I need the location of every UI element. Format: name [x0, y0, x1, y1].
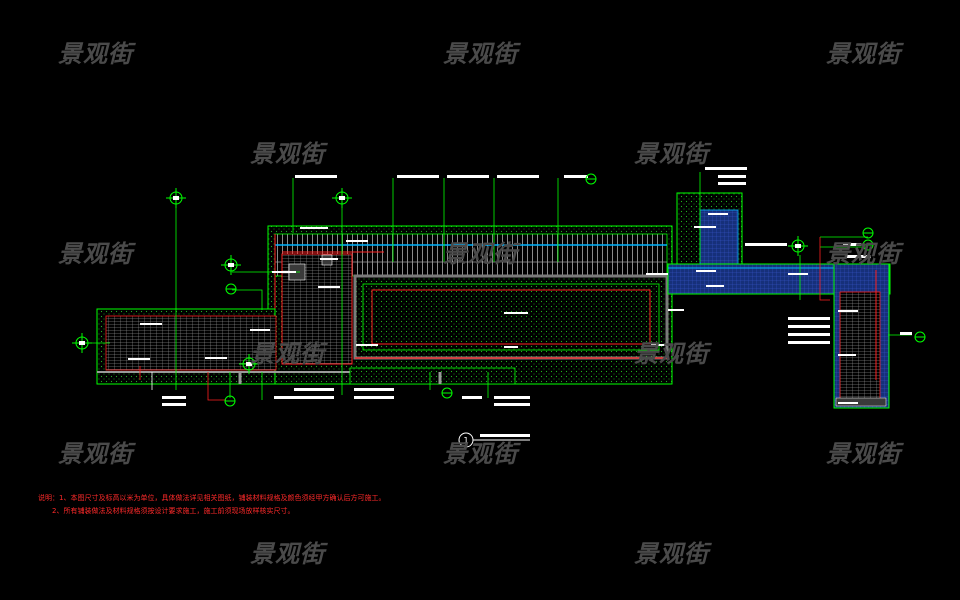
leader-lines [82, 172, 912, 400]
watermark: 景观街 [250, 140, 325, 168]
watermark: 景观街 [443, 40, 518, 68]
section-marker-icon [72, 188, 808, 374]
left-path-area [96, 308, 516, 390]
red-leaders [139, 237, 830, 401]
watermark: 景观街 [826, 240, 901, 268]
detail-title-marker [458, 432, 530, 448]
watermark: 景观街 [634, 540, 709, 568]
watermark: 景观街 [58, 440, 133, 468]
detail-number: 1 [463, 436, 468, 445]
watermark: 景观街 [826, 440, 901, 468]
watermark: 景观街 [250, 340, 325, 368]
watermark: 景观街 [634, 140, 709, 168]
detail-callout-icon [224, 173, 926, 407]
watermark: 景观街 [826, 40, 901, 68]
design-note-1: 说明：1、本图尺寸及标高以米为单位，具体做法详见相关图纸，铺装材料规格及颜色须经… [38, 494, 386, 502]
watermark: 景观街 [443, 440, 518, 468]
watermark: 景观街 [58, 40, 133, 68]
main-plaza-area [267, 225, 673, 385]
watermark: 景观街 [58, 240, 133, 268]
design-note-2: 2、所有铺装做法及材料规格须按设计要求施工，施工前须现场放样核实尺寸。 [52, 507, 295, 515]
watermark: 景观街 [250, 540, 325, 568]
label-bars [162, 167, 912, 437]
watermark: 景观街 [443, 240, 518, 268]
right-connector-area [667, 192, 891, 409]
plan-annotations [128, 213, 858, 404]
watermark: 景观街 [634, 340, 709, 368]
